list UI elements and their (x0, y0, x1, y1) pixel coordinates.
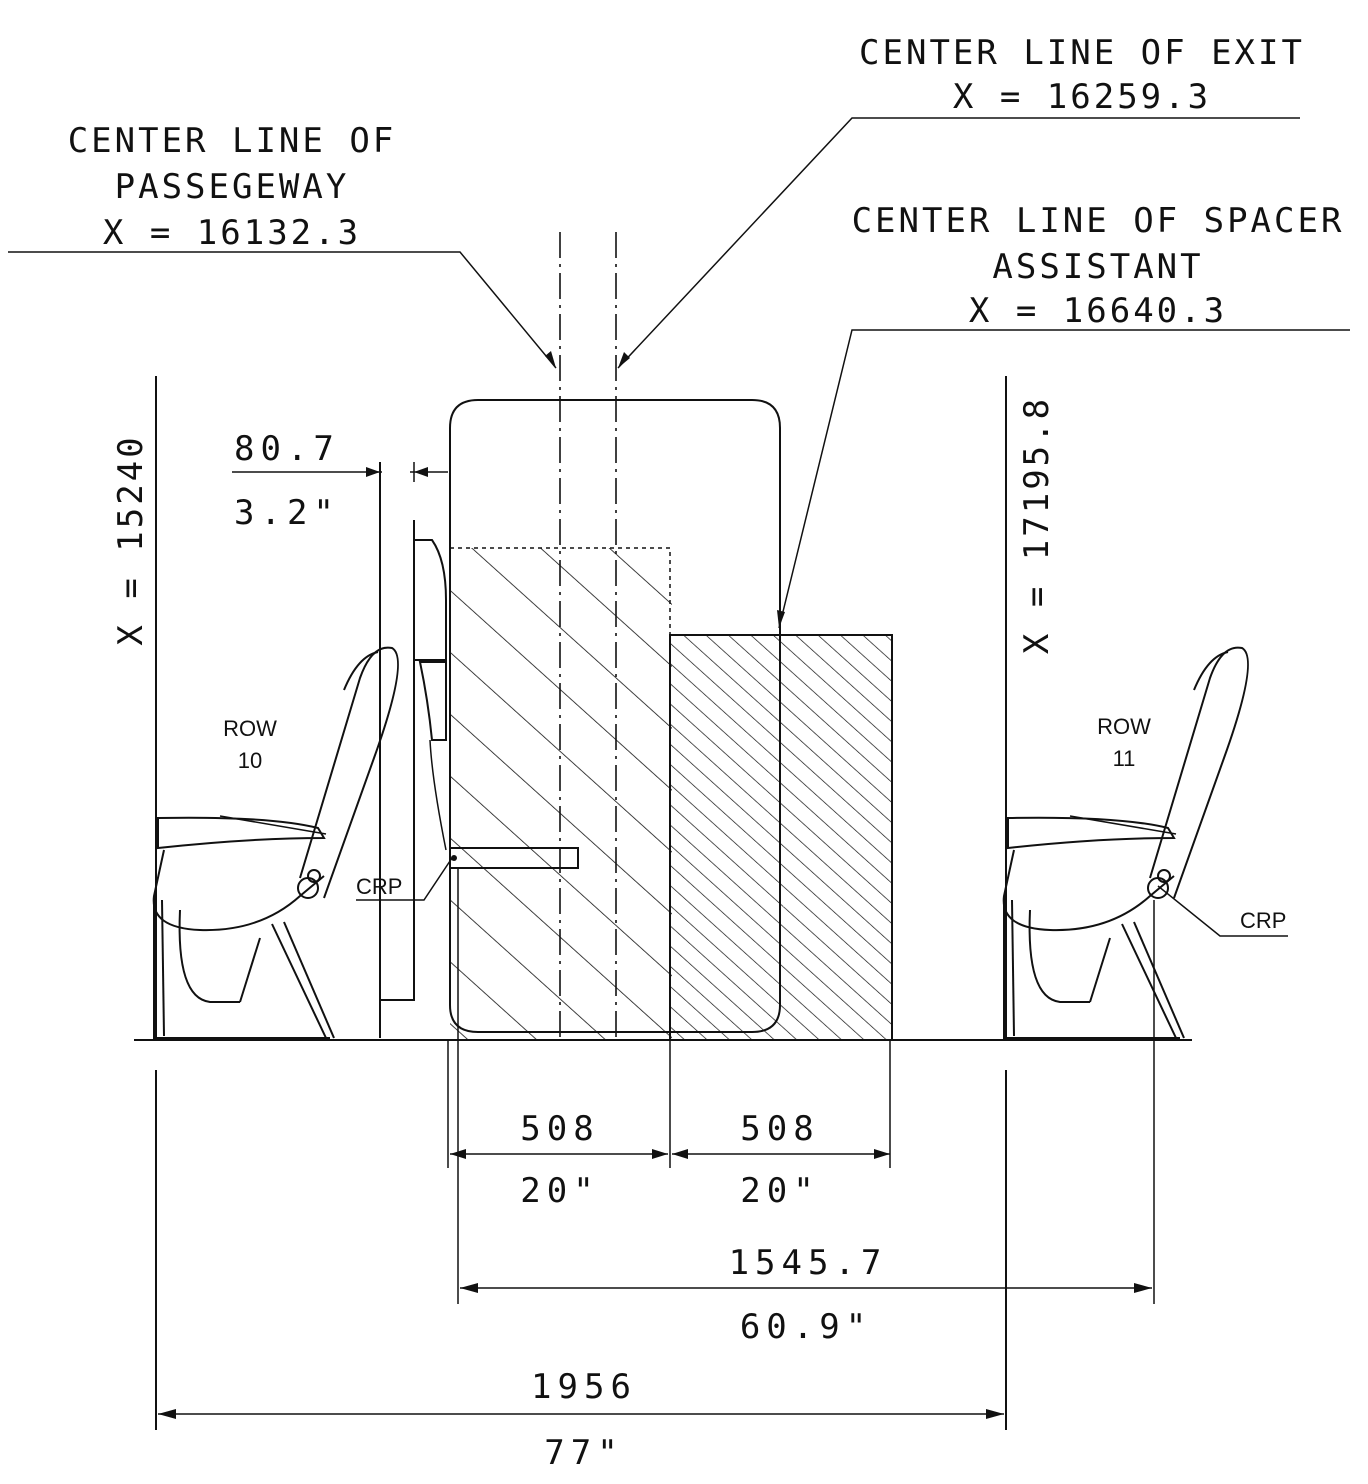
passage-leader-arrow (545, 351, 556, 368)
row-11-label-line2: 11 (1113, 746, 1136, 771)
space1-in-text: 20" (520, 1171, 599, 1211)
x-left-label: X = 15240 (111, 434, 151, 645)
spacer-label-line3: X = 16640.3 (969, 291, 1227, 331)
passage-label-line1: CENTER LINE OF (68, 121, 397, 161)
seat-row-10: ROW 10 (152, 646, 399, 1039)
exit-leader-arrow (618, 352, 630, 368)
spacer-label-line1: CENTER LINE OF SPACER (852, 201, 1345, 241)
crp-distance-dimension: 1545.7 60.9" (460, 1243, 1152, 1347)
gap-dimension: 80.7 3.2" (232, 429, 448, 533)
row-10-label-line2: 10 (238, 748, 262, 773)
exit-label-line2: X = 16259.3 (953, 77, 1211, 117)
crp-mm-text: 1545.7 (729, 1243, 888, 1283)
reference-line-right: X = 17195.8 (1005, 376, 1057, 1430)
crp-in-text: 60.9" (740, 1307, 872, 1347)
gap-in-text: 3.2" (234, 493, 340, 533)
row-11-label-line1: ROW (1097, 714, 1151, 739)
space1-dimension: 508 20" (450, 1109, 668, 1211)
passage-label-line2: PASSEGEWAY (115, 167, 350, 207)
passage-label-line3: X = 16132.3 (103, 213, 361, 253)
row-10-label-line1: ROW (223, 716, 277, 741)
spacer-label-line2: ASSISTANT (992, 247, 1203, 287)
x-right-label: X = 17195.8 (1017, 396, 1057, 654)
gap-mm-text: 80.7 (234, 429, 340, 469)
crp-left-marker: CRP (356, 857, 453, 901)
seat-row-11: ROW 11 (1002, 646, 1249, 1039)
pitch-mm-text: 1956 (531, 1367, 637, 1407)
spacer-leader-line (778, 329, 1350, 629)
reference-line-left: X = 15240 (111, 376, 157, 1430)
crp-left-label: CRP (356, 874, 402, 899)
space2-mm-text: 508 (740, 1109, 819, 1149)
exit-label-line1: CENTER LINE OF EXIT (859, 33, 1305, 73)
pitch-in-text: 77" (544, 1433, 623, 1473)
crp-right-marker: CRP (1157, 885, 1288, 937)
bulkhead-partition (379, 462, 447, 1038)
space2-dimension: 508 20" (672, 1109, 890, 1211)
spacer-zone (669, 634, 893, 1041)
passageway-zone (450, 547, 672, 1040)
seat-pitch-dimension: 1956 77" (158, 1367, 1004, 1473)
passage-leader-line (8, 251, 557, 369)
spacer-centerline-label: CENTER LINE OF SPACER ASSISTANT X = 1664… (777, 201, 1350, 629)
tray-table (449, 847, 579, 869)
space1-mm-text: 508 (520, 1109, 599, 1149)
crp-right-label: CRP (1240, 908, 1286, 933)
exit-centerline-label: CENTER LINE OF EXIT X = 16259.3 (617, 33, 1305, 369)
passageway-centerline-label: CENTER LINE OF PASSEGEWAY X = 16132.3 (8, 121, 557, 369)
exit-leader-line (617, 117, 1300, 369)
space2-in-text: 20" (740, 1171, 819, 1211)
